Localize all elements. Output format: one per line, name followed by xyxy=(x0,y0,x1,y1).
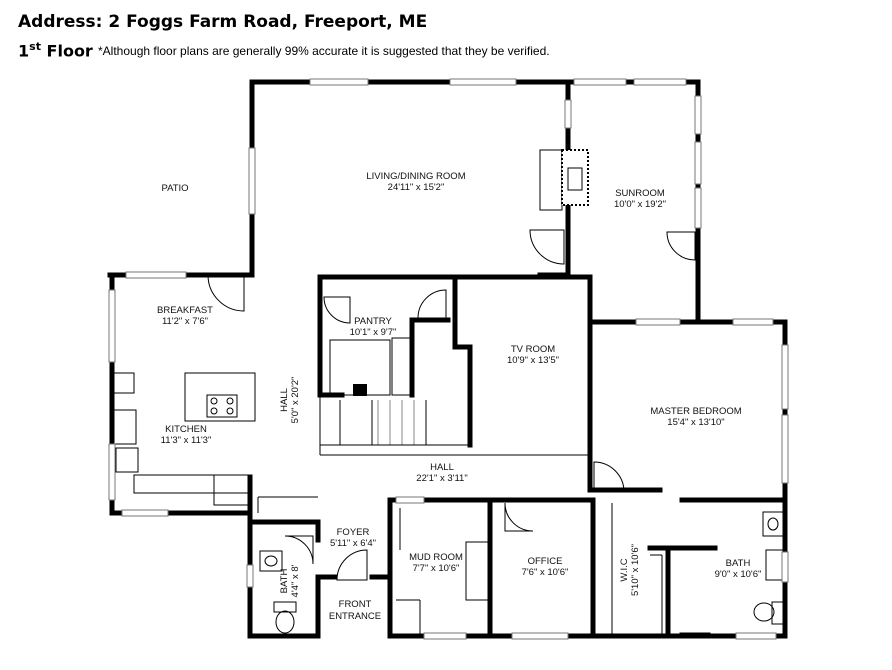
label-office-name: OFFICE xyxy=(528,556,563,567)
kitchen-fixtures xyxy=(113,372,256,506)
label-kitchen-name: KITCHEN xyxy=(165,424,207,435)
accuracy-note: *Although floor plans are generally 99% … xyxy=(98,44,550,58)
label-front-entrance-line1: FRONT xyxy=(339,599,372,610)
label-mudroom-name: MUD ROOM xyxy=(409,552,463,563)
floor-number: 1 xyxy=(18,41,30,61)
doors xyxy=(207,229,696,581)
label-master-bath-name: BATH xyxy=(726,558,751,569)
label-hall-name: HALL xyxy=(430,462,454,473)
label-tvroom-dims: 10'9" x 13'5" xyxy=(507,355,559,366)
label-pantry-name: PANTRY xyxy=(354,316,392,327)
label-breakfast-dims: 11'2" x 7'6" xyxy=(162,316,208,327)
label-foyer-name: FOYER xyxy=(337,527,370,538)
fireplace-icon xyxy=(539,149,589,211)
label-foyer-dims: 5'11" x 6'4" xyxy=(330,538,376,549)
label-living-name: LIVING/DINING ROOM xyxy=(366,171,465,182)
address-title: Address: 2 Foggs Farm Road, Freeport, ME xyxy=(18,12,428,32)
label-living-dims: 24'11" x 15'2" xyxy=(388,182,445,193)
label-kitchen-dims: 11'3" x 11'3" xyxy=(161,435,212,446)
floor-label: 1st Floor xyxy=(18,40,93,60)
label-master-dims: 15'4" x 13'10" xyxy=(667,417,724,428)
label-master-bath-dims: 9'0" x 10'6" xyxy=(715,569,762,580)
label-hall-vertical-dims: 5'0" x 20'2" xyxy=(290,377,301,424)
label-wic-dims: 5'10" x 10'6" xyxy=(630,544,641,596)
label-sunroom-dims: 10'0" x 19'2" xyxy=(614,199,666,210)
floor-ordinal: st xyxy=(29,40,41,53)
label-tvroom-name: TV ROOM xyxy=(511,344,555,355)
label-front-entrance-line2: ENTRANCE xyxy=(329,611,381,622)
windows xyxy=(108,78,789,640)
room-labels: PATIO LIVING/DINING ROOM 24'11" x 15'2" … xyxy=(157,171,761,622)
label-small-bath-dims: 4'4" x 8' xyxy=(290,564,301,597)
bath-fixtures xyxy=(259,511,785,637)
label-pantry-dims: 10'1" x 9'7" xyxy=(350,327,397,338)
label-master-name: MASTER BEDROOM xyxy=(650,406,741,417)
label-wic-name: W.I.C xyxy=(619,558,630,581)
label-small-bath-name: BATH xyxy=(279,569,290,594)
label-breakfast-name: BREAKFAST xyxy=(157,305,213,316)
label-hall-vertical-name: HALL xyxy=(279,388,290,412)
floor-word: Floor xyxy=(46,41,93,61)
label-hall-dims: 22'1" x 3'11" xyxy=(416,473,467,484)
label-sunroom-name: SUNROOM xyxy=(615,188,665,199)
interior-lines xyxy=(257,337,663,636)
label-patio: PATIO xyxy=(161,183,188,194)
label-office-dims: 7'6" x 10'6" xyxy=(522,567,569,578)
label-mudroom-dims: 7'7" x 10'6" xyxy=(413,563,460,574)
